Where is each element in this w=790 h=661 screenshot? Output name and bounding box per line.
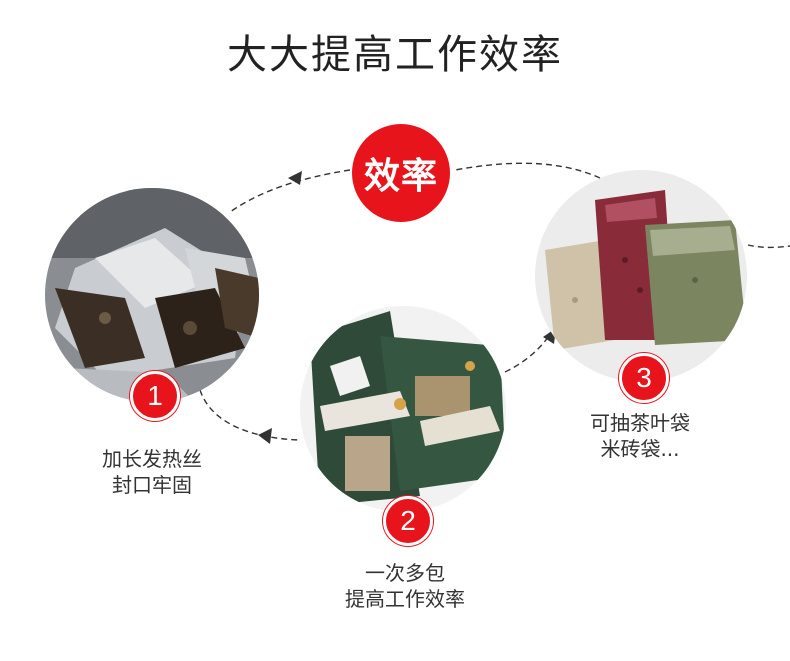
connector-3-to-badge (454, 162, 601, 179)
step-caption-3-line1: 可抽茶叶袋 (590, 411, 690, 435)
page-title: 大大提高工作效率 (227, 32, 563, 78)
photo-tea-packs (300, 306, 506, 512)
photo-grain-bricks (535, 170, 747, 382)
step-caption-2: 一次多包 提高工作效率 (305, 560, 505, 612)
connector-3-tail (747, 244, 790, 249)
step-number-3: 3 (619, 353, 669, 403)
step-caption-3-line2: 米砖袋... (600, 437, 680, 461)
arrow-head-left (288, 171, 302, 185)
step-number-1: 1 (130, 371, 180, 421)
step-caption-1: 加长发热丝 封口牢固 (52, 446, 252, 498)
step-caption-2-line2: 提高工作效率 (345, 587, 465, 611)
arrow-head-down (258, 428, 272, 444)
step-number-2: 2 (383, 496, 433, 546)
step-caption-1-line1: 加长发热丝 (102, 447, 202, 471)
efficiency-badge: 效率 (352, 124, 450, 222)
connector-badge-to-1 (229, 169, 351, 213)
step-caption-3: 可抽茶叶袋 米砖袋... (540, 410, 740, 462)
connector-1-to-2 (199, 389, 301, 441)
photo-sealed-bags (45, 188, 259, 402)
step-caption-1-line2: 封口牢固 (112, 473, 192, 497)
step-caption-2-line1: 一次多包 (365, 561, 445, 585)
